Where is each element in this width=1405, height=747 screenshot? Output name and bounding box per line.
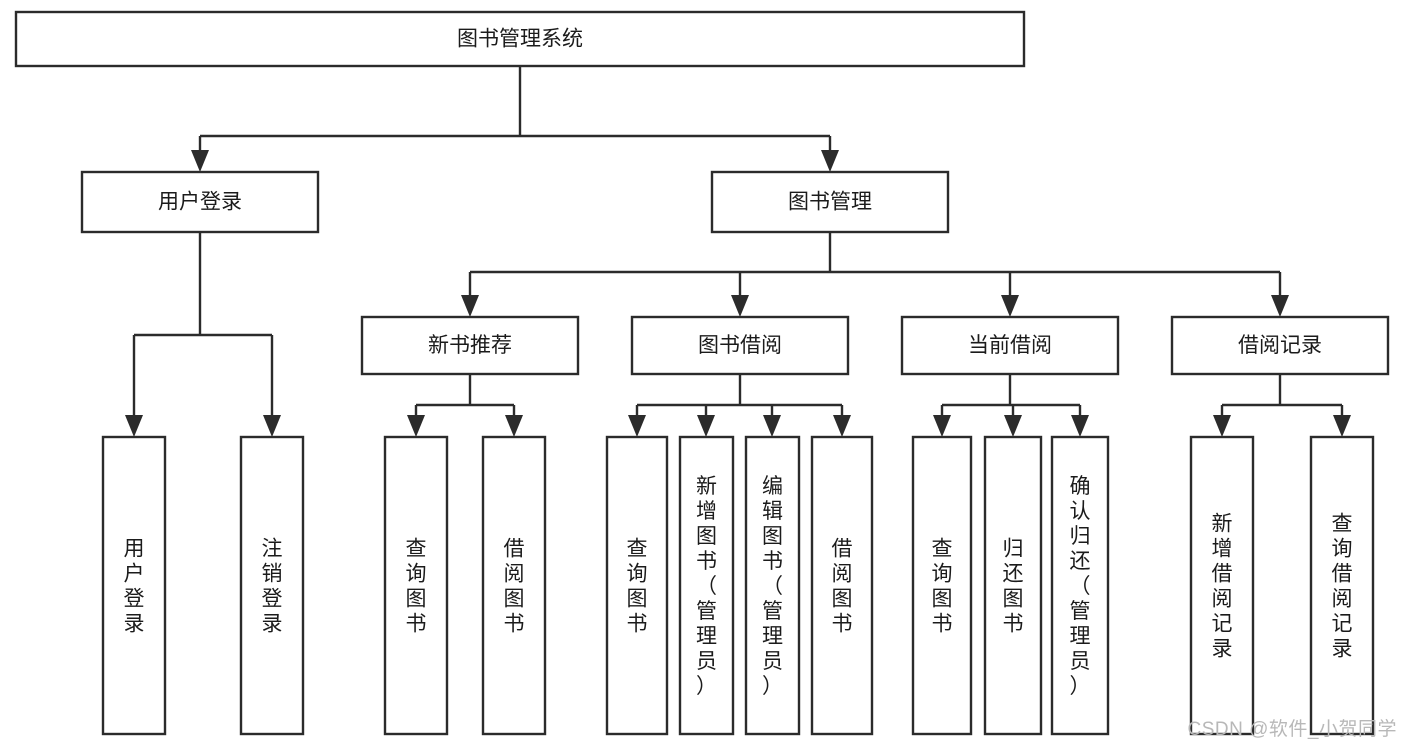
node-borrow_record[interactable]: 借阅记录 xyxy=(1170,315,1390,376)
node-box-layer: 图书管理系统用户登录图书管理新书推荐图书借阅当前借阅借阅记录用户登录注销登录查询… xyxy=(14,10,1390,736)
node-label: 注销登录 xyxy=(262,538,283,636)
node-book_manage[interactable]: 图书管理 xyxy=(710,170,950,234)
node-label: 用户登录 xyxy=(158,191,242,214)
node-label: 借阅记录 xyxy=(1238,334,1322,357)
node-label: 新增借阅记录 xyxy=(1212,513,1233,661)
node-leaf_add_book[interactable]: 新增图书（管理员） xyxy=(678,435,735,736)
node-new_book_rec[interactable]: 新书推荐 xyxy=(360,315,580,376)
node-label: 编辑图书（管理员） xyxy=(762,475,783,698)
node-label: 查询借阅记录 xyxy=(1332,513,1353,661)
node-label: 当前借阅 xyxy=(968,334,1052,357)
node-current_borrow[interactable]: 当前借阅 xyxy=(900,315,1120,376)
node-label: 新书推荐 xyxy=(428,334,512,357)
node-leaf_user_login[interactable]: 用户登录 xyxy=(101,435,167,736)
node-label: 用户登录 xyxy=(124,538,145,636)
node-leaf_borrow_book_b[interactable]: 借阅图书 xyxy=(810,435,874,736)
watermark-label: CSDN @软件_小贺同学 xyxy=(1187,719,1397,740)
node-user_login[interactable]: 用户登录 xyxy=(80,170,320,234)
node-leaf_edit_book[interactable]: 编辑图书（管理员） xyxy=(744,435,801,736)
node-label: 查询图书 xyxy=(627,538,648,636)
node-leaf_query_book_a[interactable]: 查询图书 xyxy=(383,435,449,736)
node-book_borrow[interactable]: 图书借阅 xyxy=(630,315,850,376)
connector-book-manage-to-level3 xyxy=(461,232,1289,317)
connector-user-login-to-leaves xyxy=(125,232,281,437)
node-leaf_query_record[interactable]: 查询借阅记录 xyxy=(1309,435,1375,736)
node-label: 查询图书 xyxy=(406,538,427,636)
node-root[interactable]: 图书管理系统 xyxy=(14,10,1026,68)
connector-layer xyxy=(125,66,1351,437)
node-leaf_logout[interactable]: 注销登录 xyxy=(239,435,305,736)
node-label: 查询图书 xyxy=(932,538,953,636)
node-label: 借阅图书 xyxy=(504,538,525,636)
node-label: 图书管理系统 xyxy=(457,28,583,51)
node-leaf_return_book[interactable]: 归还图书 xyxy=(983,435,1043,736)
connector-current-to-leaves xyxy=(933,374,1089,437)
connector-root-to-level2 xyxy=(191,66,839,172)
node-label: 图书管理 xyxy=(788,191,872,214)
node-leaf_query_book_c[interactable]: 查询图书 xyxy=(911,435,973,736)
node-label: 新增图书（管理员） xyxy=(696,475,717,698)
node-label: 归还图书 xyxy=(1003,538,1024,636)
node-leaf_query_book_b[interactable]: 查询图书 xyxy=(605,435,669,736)
node-leaf_borrow_book_a[interactable]: 借阅图书 xyxy=(481,435,547,736)
connector-newbook-to-leaves xyxy=(407,374,523,437)
connector-borrow-to-leaves xyxy=(628,374,851,437)
connector-record-to-leaves xyxy=(1213,374,1351,437)
node-leaf_add_record[interactable]: 新增借阅记录 xyxy=(1189,435,1255,736)
node-label: 确认归还（管理员） xyxy=(1070,475,1091,698)
node-label: 借阅图书 xyxy=(832,538,853,636)
node-label: 图书借阅 xyxy=(698,334,782,357)
node-leaf_confirm_return[interactable]: 确认归还（管理员） xyxy=(1050,435,1110,736)
